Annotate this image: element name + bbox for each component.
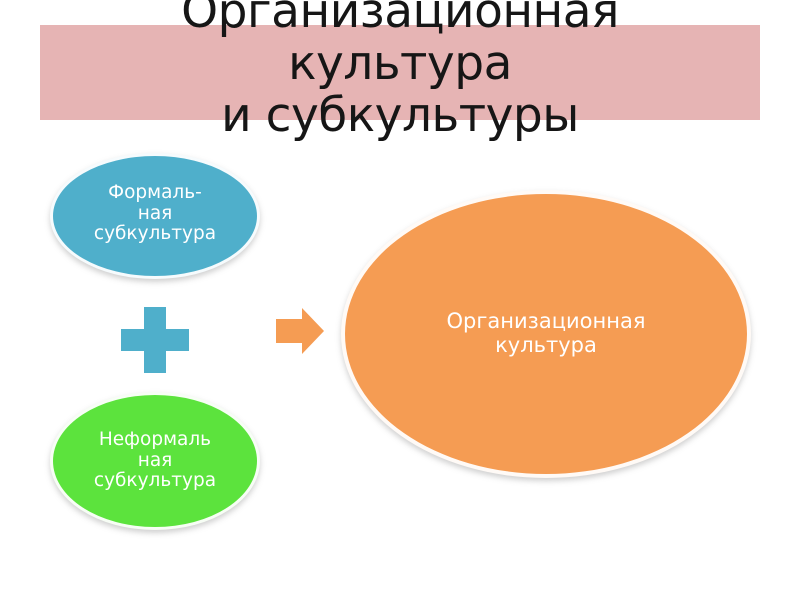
title-line-3: и субкультуры xyxy=(221,88,579,143)
node-informal-subculture-label: Неформаль ная субкультура xyxy=(93,428,217,492)
formal-line-3: субкультура xyxy=(93,223,217,245)
node-formal-subculture[interactable]: Формаль- ная субкультура xyxy=(50,153,260,279)
title-line-1: Организационная xyxy=(181,0,619,39)
plus-icon xyxy=(121,307,189,373)
page-title: Организационная культура и субкультуры xyxy=(0,0,800,142)
informal-line-1: Неформаль xyxy=(98,428,212,450)
title-banner xyxy=(40,25,760,120)
node-organizational-culture-label: Организационная культура xyxy=(447,310,646,357)
formal-line-1: Формаль- xyxy=(108,181,202,203)
title-line-2: культура xyxy=(288,36,512,91)
informal-line-2: ная xyxy=(137,449,173,471)
org-line-1: Организационная xyxy=(446,309,646,334)
node-informal-subculture[interactable]: Неформаль ная субкультура xyxy=(50,392,260,530)
org-line-2: культура xyxy=(495,333,597,357)
arrow-right-icon xyxy=(274,306,326,356)
formal-line-2: ная xyxy=(137,202,173,224)
plus-icon-vertical-bar xyxy=(144,307,166,373)
node-organizational-culture[interactable]: Организационная культура xyxy=(341,190,751,478)
node-formal-subculture-label: Формаль- ная субкультура xyxy=(93,181,217,249)
informal-line-3: субкультура xyxy=(93,470,217,492)
arrow-right-icon-glyph xyxy=(276,308,324,354)
